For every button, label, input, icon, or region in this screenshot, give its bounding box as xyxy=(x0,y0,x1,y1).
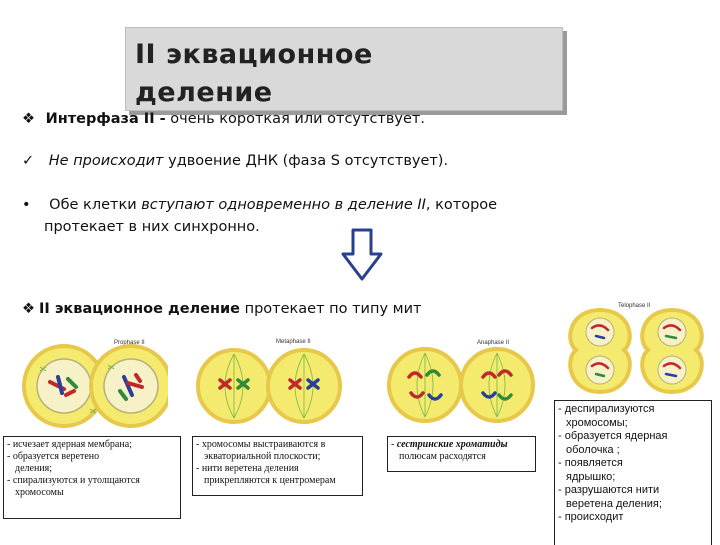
equational-text: протекает по типу мит xyxy=(240,301,422,317)
caption-line: - происходит xyxy=(558,511,624,523)
caption-line: экваториальной плоскости; xyxy=(204,451,321,462)
caption-line: веретена деления; xyxy=(566,497,662,510)
anaphase-ii-image: Anaphase II xyxy=(387,337,537,429)
caption-line: хромосомы xyxy=(15,487,64,498)
title-box xyxy=(125,27,563,111)
no-replication-text: удвоение ДНК (фаза S отсутствует). xyxy=(163,153,449,169)
diamond-bullet-icon: ❖ xyxy=(22,111,35,127)
caption-line: - разрушаются нити xyxy=(558,484,660,496)
caption-dash: - xyxy=(391,439,397,450)
caption-line: деления; xyxy=(15,463,53,474)
title-line-2: деление xyxy=(135,77,273,108)
caption-line: ядрышко; xyxy=(566,470,616,483)
interphase-text: очень короткая или отсутствует. xyxy=(165,111,425,127)
title-line-1: II эквационное xyxy=(135,39,373,70)
caption-line: - спирализуются и утолщаются xyxy=(7,475,140,486)
prophase-caption: - исчезает ядерная мембрана; - образуетс… xyxy=(3,436,181,519)
bullet-synchronous: • Обе клетки вступают одновременно в дел… xyxy=(22,194,497,216)
caption-italic: сестринские хроматиды xyxy=(396,439,508,450)
equational-term: II эквационное деление xyxy=(39,301,240,317)
caption-line: хромосомы; xyxy=(566,416,628,429)
metaphase-caption: - хромосомы выстраиваются в экваториальн… xyxy=(192,436,363,496)
caption-line: - исчезает ядерная мембрана; xyxy=(7,439,132,450)
bullet-equational: ❖II эквационное деление протекает по тип… xyxy=(22,298,421,320)
synchronous-part2: , которое xyxy=(425,197,498,213)
caption-line: - сестринские хроматиды xyxy=(391,439,532,451)
telophase-ii-image: Telophase II xyxy=(562,300,712,400)
telophase-label: Telophase II xyxy=(618,303,651,309)
telophase-caption: - деспирализуются хромосомы; - образуетс… xyxy=(554,400,712,545)
bullet-interphase: ❖ Интерфаза II - очень короткая или отсу… xyxy=(22,108,425,130)
synchronous-continuation: протекает в них синхронно. xyxy=(44,219,260,235)
caption-line: - образуется веретено xyxy=(7,451,100,462)
no-replication-term: Не происходит xyxy=(48,153,164,169)
prophase-ii-image: Prophase II xyxy=(20,337,168,433)
caption-line: прикрепляются к центромерам xyxy=(204,475,336,486)
down-arrow-icon xyxy=(341,228,383,281)
synchronous-part1: Обе клетки xyxy=(49,197,142,213)
metaphase-label: Metaphase II xyxy=(276,339,311,345)
bullet-no-replication: ✓ Не происходит удвоение ДНК (фаза S отс… xyxy=(22,150,448,172)
caption-line: оболочка ; xyxy=(566,443,620,456)
caption-line: полюсам расходятся xyxy=(399,451,486,462)
anaphase-label: Anaphase II xyxy=(477,340,509,346)
dot-bullet-icon: • xyxy=(22,197,31,213)
caption-line: - образуется ядерная xyxy=(558,430,668,442)
caption-line: - появляется xyxy=(558,457,623,469)
synchronous-italic: вступают одновременно в деление II xyxy=(141,197,426,213)
prophase-label: Prophase II xyxy=(114,340,145,346)
caption-line: - нити веретена деления xyxy=(196,463,299,474)
metaphase-ii-image: Metaphase II xyxy=(196,336,344,430)
slide-title: II эквационное деление xyxy=(135,36,555,112)
checkmark-bullet-icon: ✓ xyxy=(22,153,35,169)
caption-line: - хромосомы выстраиваются в xyxy=(196,439,326,450)
anaphase-caption: - сестринские хроматиды полюсам расходят… xyxy=(387,436,536,472)
interphase-term: Интерфаза II - xyxy=(45,111,166,127)
diamond-bullet-icon: ❖ xyxy=(22,301,35,317)
caption-line: - деспирализуются xyxy=(558,403,655,415)
